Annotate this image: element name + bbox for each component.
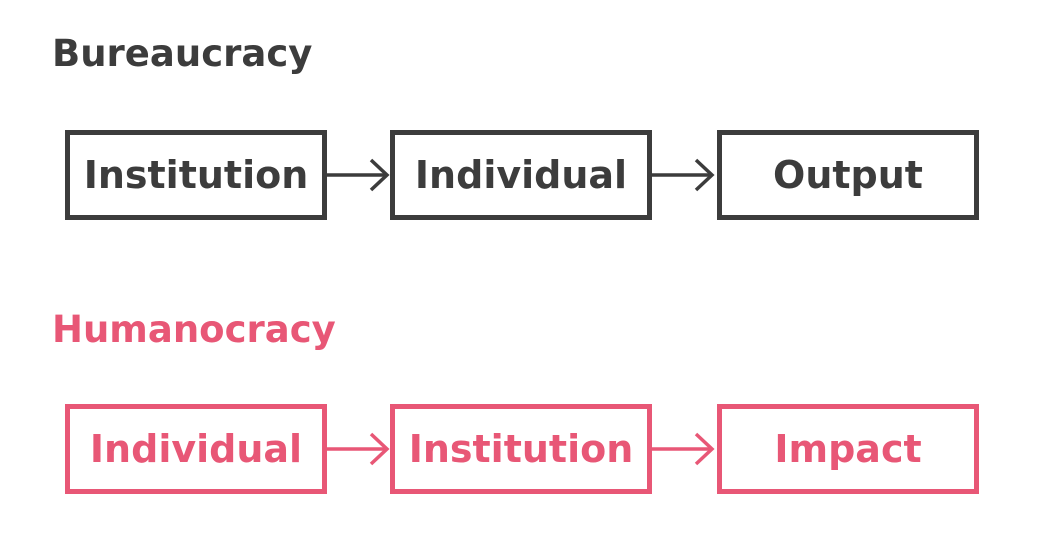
bureaucracy-step-2-box: Individual — [390, 130, 652, 220]
bureaucracy-title: Bureaucracy — [52, 32, 313, 75]
bureaucracy-step-3-box: Output — [717, 130, 979, 220]
right-arrow-icon — [327, 157, 390, 193]
bureaucracy-flow: Institution Individual Output — [65, 130, 979, 220]
humanocracy-step-3-box: Impact — [717, 404, 979, 494]
right-arrow-icon — [652, 157, 715, 193]
humanocracy-step-1-box: Individual — [65, 404, 327, 494]
humanocracy-title: Humanocracy — [52, 308, 336, 351]
right-arrow-icon — [652, 431, 715, 467]
humanocracy-flow: Individual Institution Impact — [65, 404, 979, 494]
humanocracy-step-2-box: Institution — [390, 404, 652, 494]
right-arrow-icon — [327, 431, 390, 467]
bureaucracy-step-1-box: Institution — [65, 130, 327, 220]
